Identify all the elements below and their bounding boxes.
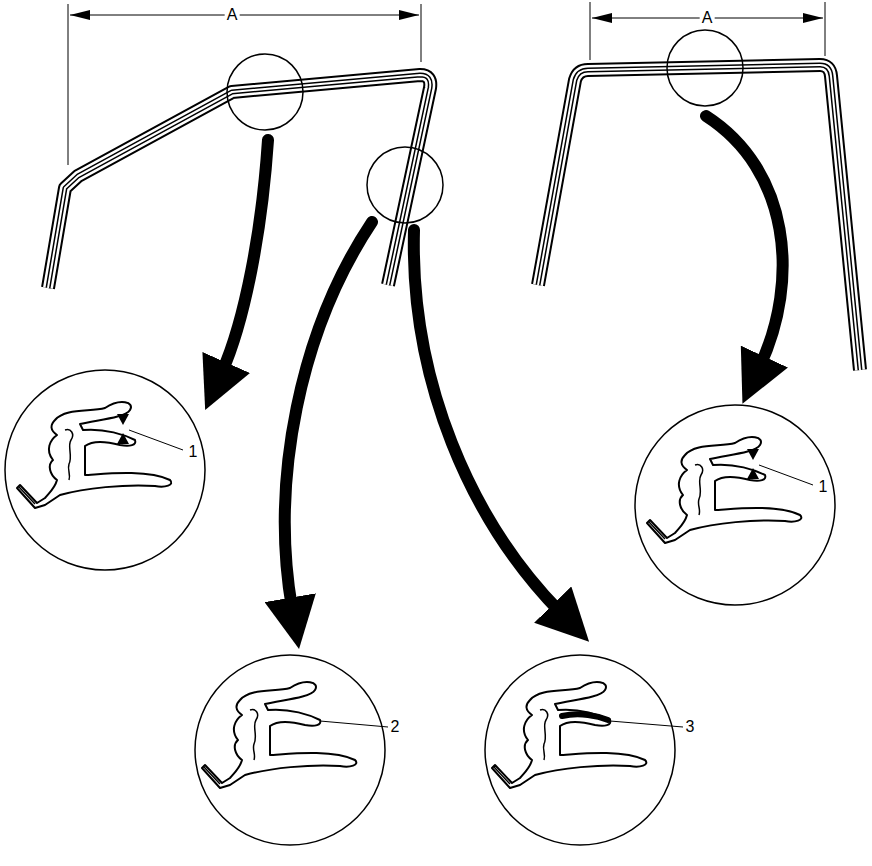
seal-frame-left	[48, 75, 430, 288]
detail-circles-small	[227, 30, 743, 223]
callout-number: 1	[187, 443, 200, 461]
callout-number: 2	[389, 718, 402, 736]
seal-profile	[17, 402, 183, 508]
dimension-label: A	[700, 9, 715, 27]
seal-profile	[492, 682, 683, 788]
dimension-label: A	[225, 6, 240, 24]
detail-circles-large	[5, 370, 835, 845]
dimension-lines	[68, 2, 825, 165]
seal-profile	[647, 437, 813, 543]
callout-number: 3	[684, 718, 697, 736]
seal-profile	[202, 682, 388, 788]
callout-number: 1	[817, 478, 830, 496]
seal-frame-right	[538, 65, 860, 370]
